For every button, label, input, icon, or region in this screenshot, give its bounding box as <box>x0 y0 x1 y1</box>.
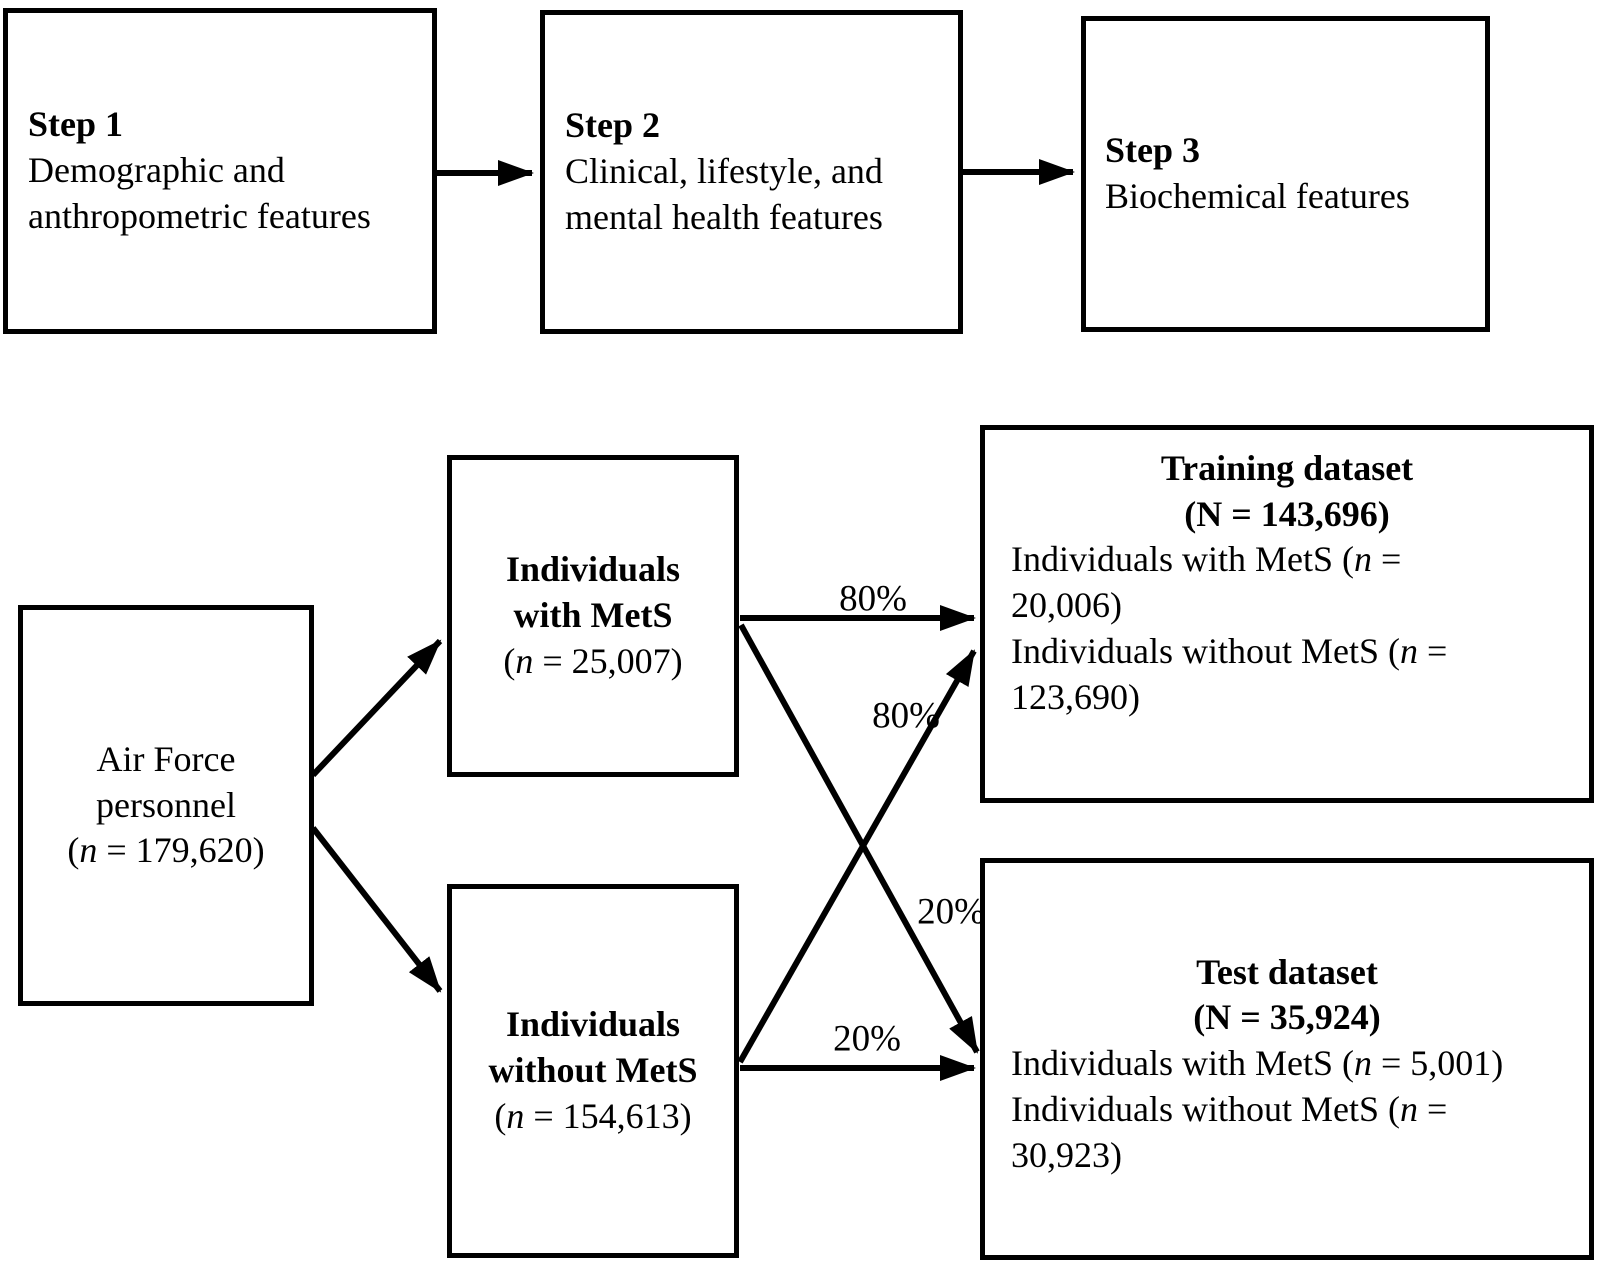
text-segment: n <box>1400 630 1418 671</box>
step3-box: Step 3 Biochemical features <box>1081 16 1490 332</box>
step2-box: Step 2 Clinical, lifestyle, and mental h… <box>540 10 963 334</box>
step2-line-1: Clinical, lifestyle, and <box>565 151 883 192</box>
text-segment: n <box>1353 1043 1372 1084</box>
test-body-line: 30,923) <box>1011 1133 1563 1179</box>
test-title: Test dataset <box>1196 951 1378 992</box>
step1-title: Step 1 <box>28 104 124 145</box>
text-segment: n <box>79 830 98 871</box>
test-body-line: Individuals without MetS (n = <box>1011 1087 1563 1133</box>
text-segment: n <box>515 640 534 681</box>
text-segment: Individuals without MetS ( <box>1011 630 1400 671</box>
step3-title: Step 3 <box>1105 130 1201 171</box>
text-segment: 20,006) <box>1011 585 1122 626</box>
step2-line-2: mental health features <box>565 196 883 237</box>
test-dataset-box: Test dataset (N = 35,924) Individuals wi… <box>980 858 1594 1260</box>
step2-title: Step 2 <box>565 105 661 146</box>
text-segment: Individuals with MetS ( <box>1011 539 1354 580</box>
with-mets-box: Individuals with MetS (n = 25,007) <box>447 455 739 777</box>
without-mets-count: (n = 154,613) <box>494 1094 691 1140</box>
training-subtitle: (N = 143,696) <box>1184 493 1390 534</box>
airforce-line-2: personnel <box>96 784 236 825</box>
training-title: Training dataset <box>1160 448 1414 488</box>
with-mets-count: (n = 25,007) <box>503 639 682 685</box>
text-segment: 123,690) <box>1011 676 1140 717</box>
with-mets-title-2: with MetS <box>513 595 673 636</box>
test-body-line: Individuals with MetS (n = 5,001) <box>1011 1041 1563 1087</box>
airforce-personnel-box: Air Force personnel (n = 179,620) <box>18 605 314 1006</box>
step3-line-1: Biochemical features <box>1105 176 1410 216</box>
text-segment: = 179,620) <box>97 830 265 871</box>
text-segment: ( <box>67 830 80 871</box>
without-mets-box: Individuals without MetS (n = 154,613) <box>447 884 739 1258</box>
text-segment: Individuals with MetS ( <box>1011 1043 1354 1084</box>
training-body-line: 20,006) <box>1011 583 1563 629</box>
text-segment: = <box>1418 630 1448 671</box>
without-mets-title-2: without MetS <box>488 1050 698 1091</box>
text-segment: n <box>1353 539 1372 580</box>
arrow-airforce-to-with-mets <box>310 638 443 778</box>
training-dataset-box: Training dataset (N = 143,696) Individua… <box>980 425 1594 803</box>
text-segment: 30,923) <box>1011 1134 1122 1175</box>
airforce-line-1: Air Force <box>96 738 236 779</box>
without-mets-title-1: Individuals <box>505 1004 681 1045</box>
training-body-line: 123,690) <box>1011 675 1563 721</box>
text-segment: ( <box>494 1095 507 1136</box>
with-mets-title-1: Individuals <box>505 549 681 590</box>
text-segment: = <box>1371 539 1402 580</box>
text-segment: = 5,001) <box>1371 1043 1504 1084</box>
test-subtitle: (N = 35,924) <box>1193 997 1381 1038</box>
text-segment: = <box>1418 1088 1448 1129</box>
airforce-count: (n = 179,620) <box>67 828 264 874</box>
text-segment: ( <box>503 640 516 681</box>
arrow-with-mets-to-test <box>738 623 980 1054</box>
text-segment: = 154,613) <box>524 1095 692 1136</box>
label-20pct-with-to-test: 20% <box>917 891 985 933</box>
text-segment: = 25,007) <box>533 640 683 681</box>
step1-line-1: Demographic and <box>28 150 285 191</box>
arrow-airforce-to-without-mets <box>310 826 443 993</box>
text-segment: n <box>506 1095 525 1136</box>
text-segment: n <box>1400 1088 1418 1129</box>
label-20pct-without-to-test: 20% <box>833 1018 901 1060</box>
training-body-line: Individuals without MetS (n = <box>1011 629 1563 675</box>
step1-line-2: anthropometric features <box>28 195 371 236</box>
label-80pct-without-to-training: 80% <box>872 695 940 737</box>
text-segment: Individuals without MetS ( <box>1011 1088 1400 1129</box>
label-80pct-with-to-training: 80% <box>839 578 907 620</box>
training-body-line: Individuals with MetS (n = <box>1011 537 1563 583</box>
step1-box: Step 1 Demographic and anthropometric fe… <box>3 8 437 334</box>
